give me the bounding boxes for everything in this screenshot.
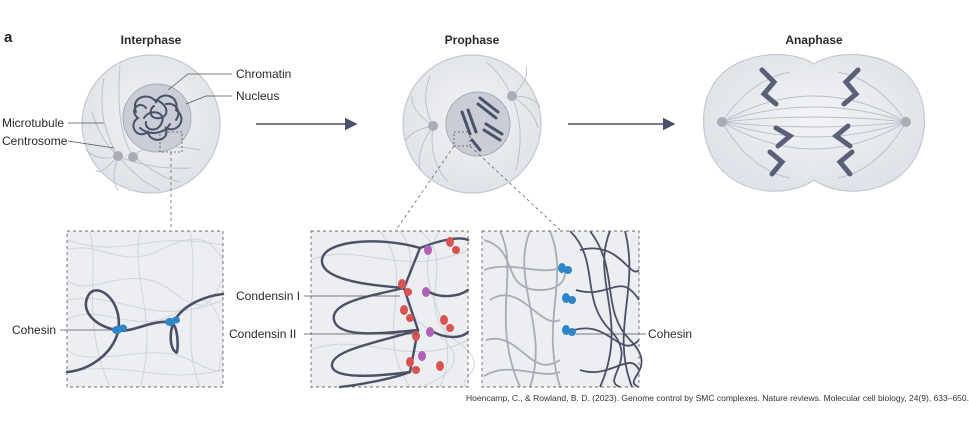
label-cohesin-right: Cohesin [648,327,692,341]
cohesin-icon-2 [165,316,180,326]
citation: Hoencamp, C., & Rowland, B. D. (2023). G… [466,393,969,403]
zoom-sister-dark-chromatid [569,230,643,388]
label-condensin-ii: Condensin II [229,327,296,341]
anaphase-cell [702,53,926,192]
prophase-chromosomes [460,96,504,152]
cohesin-icon [112,324,127,334]
stage-title-interphase: Interphase [121,33,182,47]
zoom-condensin-background-fibers [310,230,475,388]
prophase-cell [402,54,542,194]
zoom-sister-light-chromatid [483,230,566,388]
label-chromatin: Chromatin [236,67,291,81]
cohesin-icon-5 [562,325,576,336]
zoom-interphase-background-fibers [66,230,224,388]
anaphase-centrosome-left [717,117,727,127]
label-microtubule: Microtubule [2,116,64,130]
prophase-centrosome-left [428,121,438,131]
zoom-prophase-cohesin [481,230,643,388]
anaphase-centrosome-right [901,117,911,127]
prophase-zoom-box [453,131,471,147]
interphase-cell [81,54,221,194]
centrosome-2 [128,152,138,162]
interphase-chromatin [132,94,183,141]
centrosome [113,151,123,161]
prophase-centrosome-right [507,91,517,101]
panel-letter: a [4,29,13,46]
condensin-i-icons [398,237,460,374]
label-centrosome: Centrosome [2,134,68,148]
zoom-prophase-condensin [310,230,475,389]
label-condensin-i: Condensin I [236,289,300,303]
cohesin-icon-3 [558,263,572,274]
zoom-interphase [65,230,225,388]
label-nucleus: Nucleus [236,89,279,103]
condensin-ii-icons [418,245,434,361]
stage-title-anaphase: Anaphase [785,33,843,47]
anaphase-chromosomes [759,67,861,177]
cohesin-icon-4 [562,293,576,304]
label-cohesin-left: Cohesin [12,323,56,337]
stage-title-prophase: Prophase [445,33,500,47]
anaphase-spindle [721,71,907,179]
